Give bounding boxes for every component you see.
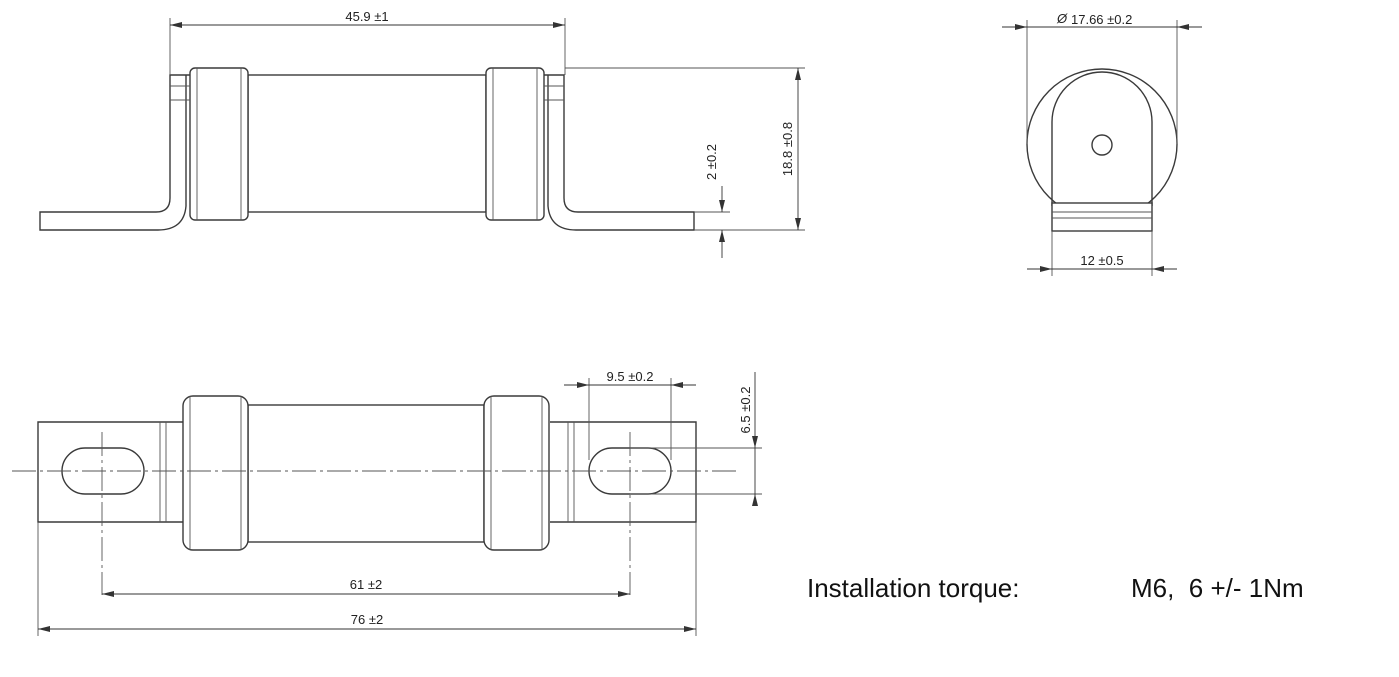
dim-width: 12 ±0.5 bbox=[1080, 253, 1123, 268]
dim-slot-length: 9.5 ±0.2 bbox=[607, 369, 654, 384]
dim-diameter-symbol: Ø bbox=[1056, 11, 1068, 26]
top-left-end-cap bbox=[182, 395, 249, 551]
end-blade bbox=[1051, 202, 1153, 232]
torque-label: Installation torque: bbox=[807, 573, 1019, 603]
dim-diameter: 17.66 ±0.2 bbox=[1071, 12, 1132, 27]
top-right-terminal bbox=[550, 421, 697, 523]
dim-slot-width: 6.5 ±0.2 bbox=[738, 387, 753, 434]
installation-note: Installation torque: M6, 6 +/- 1Nm bbox=[807, 573, 1304, 603]
side-left-blade bbox=[39, 74, 190, 231]
top-body bbox=[247, 404, 485, 543]
torque-value: M6, 6 +/- 1Nm bbox=[1131, 573, 1304, 603]
dim-hole-pitch: 61 ±2 bbox=[350, 577, 382, 592]
dim-body-length: 45.9 ±1 bbox=[345, 9, 388, 24]
side-view: 45.9 ±1 18.8 ±0.8 2 ±0.2 bbox=[39, 9, 805, 258]
side-right-end-cap bbox=[485, 67, 545, 221]
dim-height: 18.8 ±0.8 bbox=[780, 122, 795, 176]
side-body bbox=[247, 74, 487, 213]
top-view: 9.5 ±0.2 6.5 ±0.2 61 ±2 76 ±2 bbox=[12, 369, 762, 636]
top-right-end-cap bbox=[483, 395, 550, 551]
top-left-terminal bbox=[37, 421, 183, 523]
dim-blade-thickness: 2 ±0.2 bbox=[704, 144, 719, 180]
end-cap-outer bbox=[1026, 68, 1178, 220]
dim-overall-length: 76 ±2 bbox=[351, 612, 383, 627]
side-left-end-cap bbox=[189, 67, 249, 221]
side-right-blade bbox=[544, 74, 695, 231]
end-center-hole bbox=[1091, 134, 1113, 156]
end-view: Ø 17.66 ±0.2 12 ±0.5 bbox=[1002, 11, 1202, 276]
